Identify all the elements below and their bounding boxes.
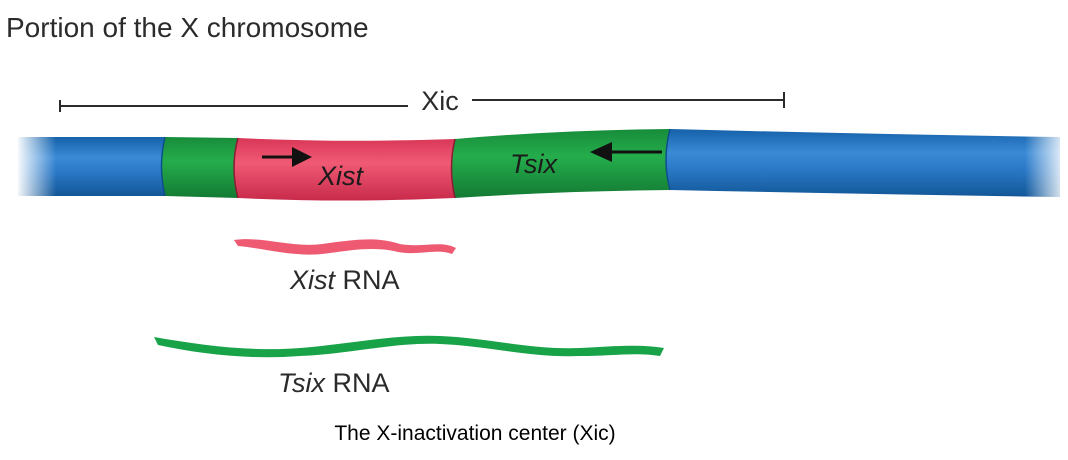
xic-span-bracket (59, 92, 785, 112)
tsix-direction-arrow-icon (590, 142, 662, 162)
xist-rna-gene-name: Xist (289, 265, 337, 295)
chromosome-right-segment (666, 129, 1060, 197)
xist-rna-strand (234, 239, 456, 255)
tsix-rna-label: Tsix RNA (278, 368, 390, 398)
xist-rna-suffix: RNA (335, 265, 400, 295)
figure-caption: The X-inactivation center (Xic) (334, 422, 616, 445)
xic-label: Xic (421, 86, 459, 116)
chromosome (16, 128, 1068, 202)
left-flank-region (161, 137, 238, 198)
diagram-title: Portion of the X chromosome (6, 12, 369, 43)
xist-gene (234, 138, 455, 201)
tsix-gene-label: Tsix (510, 149, 559, 179)
xist-direction-arrow-icon (262, 147, 312, 167)
xist-gene-label: Xist (317, 161, 365, 191)
tsix-gene (451, 129, 670, 198)
xist-rna-label: Xist RNA (289, 265, 400, 295)
tsix-rna-strand (154, 335, 664, 358)
tsix-rna-suffix: RNA (325, 368, 390, 398)
tsix-rna-gene-name: Tsix (278, 368, 327, 398)
